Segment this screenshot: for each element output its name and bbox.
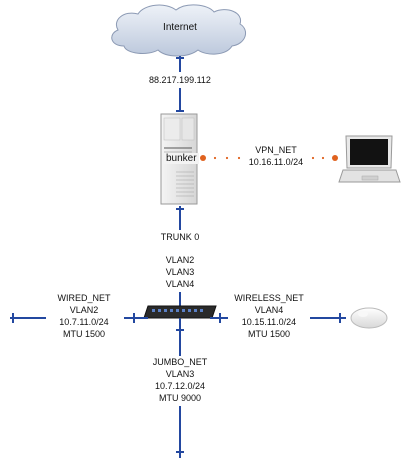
wired-link <box>10 313 148 323</box>
jumbo-link <box>176 318 184 458</box>
wired-mtu-label: MTU 1500 <box>62 329 106 339</box>
internet-cloud <box>111 4 247 57</box>
wireless-subnet-label: 10.15.11.0/24 <box>241 317 297 327</box>
jumbo-subnet-label: 10.7.12.0/24 <box>154 381 206 391</box>
trunk-vlan-3: VLAN4 <box>165 279 195 289</box>
wireless-device-icon <box>350 307 388 329</box>
trunk-link <box>176 206 184 306</box>
jumbo-mtu-label: MTU 9000 <box>158 393 202 403</box>
vpn-subnet-label: 10.16.11.0/24 <box>248 157 304 167</box>
vpn-name-label: VPN_NET <box>255 145 297 155</box>
wireless-mtu-label: MTU 1500 <box>247 329 291 339</box>
internet-label: Internet <box>163 22 197 33</box>
trunk-label: TRUNK 0 <box>160 232 200 242</box>
wireless-vlan-label: VLAN4 <box>254 305 284 315</box>
internet-ip-label: 88.217.199.112 <box>149 75 211 85</box>
wired-subnet-label: 10.7.11.0/24 <box>59 317 109 327</box>
server-label: bunker <box>164 153 199 164</box>
jumbo-vlan-label: VLAN3 <box>165 369 195 379</box>
jumbo-name-label: JUMBO_NET <box>152 357 208 367</box>
switch-icon <box>143 305 217 319</box>
laptop-icon <box>338 135 401 183</box>
trunk-vlan-1: VLAN2 <box>165 255 195 265</box>
wireless-name-label: WIRELESS_NET <box>234 293 304 303</box>
internet-link <box>176 56 184 112</box>
wired-name-label: WIRED_NET <box>57 293 111 303</box>
trunk-vlan-2: VLAN3 <box>165 267 195 277</box>
wired-vlan-label: VLAN2 <box>69 305 99 315</box>
wireless-link <box>210 313 346 323</box>
vpn-link <box>200 155 338 161</box>
